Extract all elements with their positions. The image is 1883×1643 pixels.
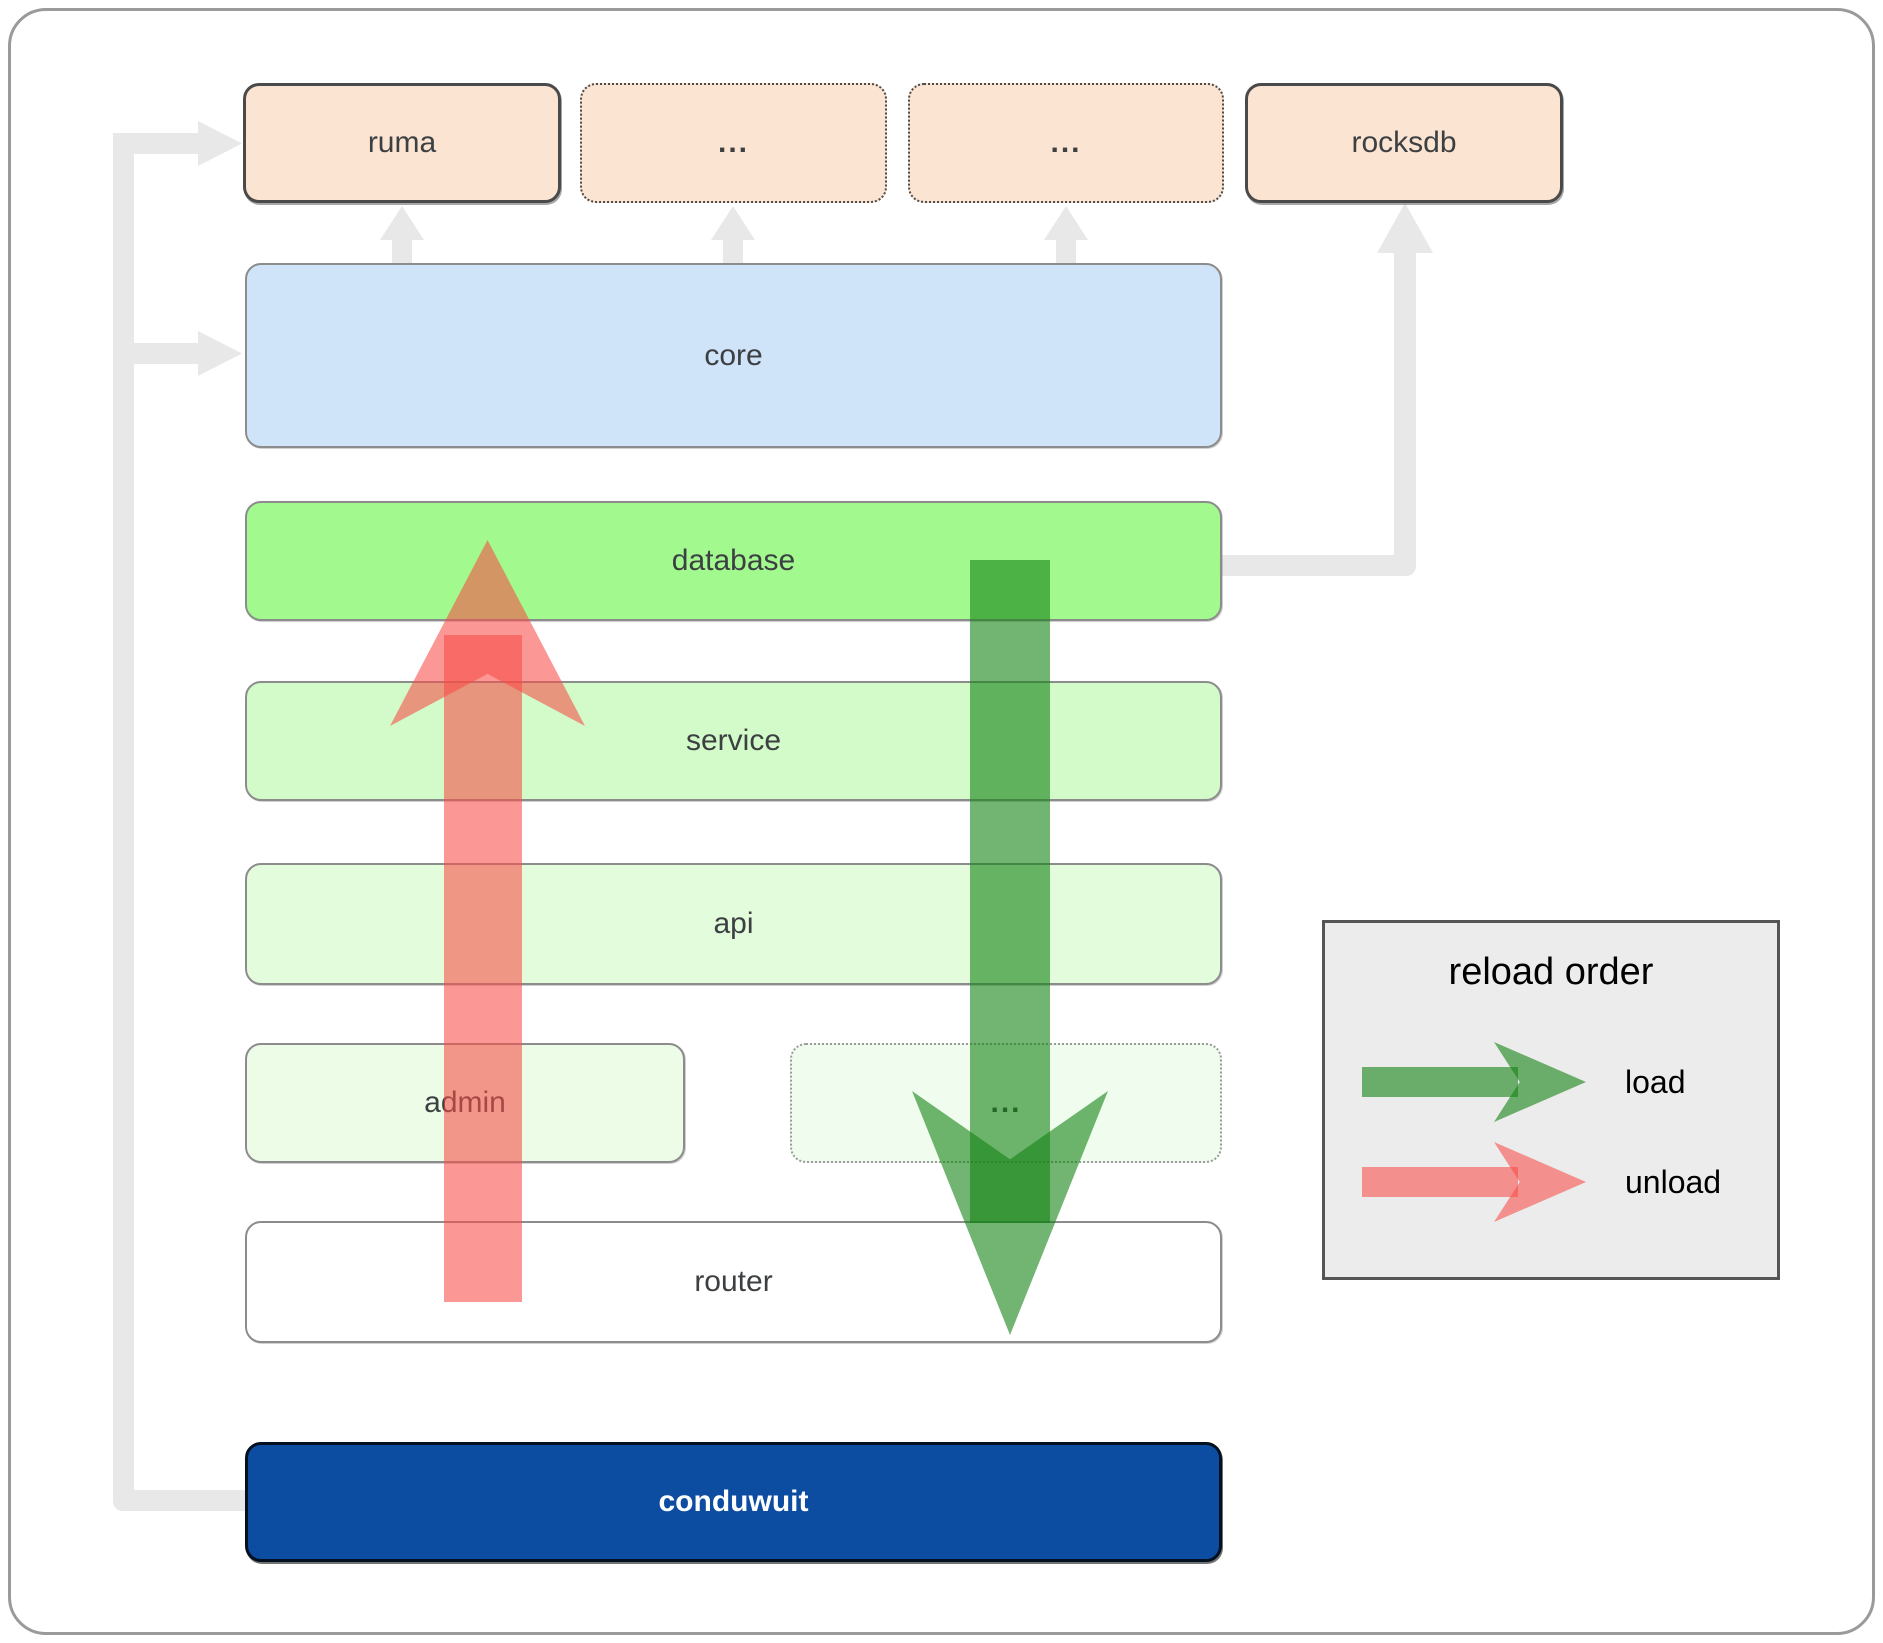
connector-database-vertical — [1394, 248, 1416, 576]
diagram-outer-border — [8, 8, 1875, 1635]
node-api: api — [245, 863, 1222, 985]
legend-title: reload order — [1448, 951, 1654, 993]
node-rocksdb: rocksdb — [1245, 83, 1563, 203]
node-conduwuit-label: conduwuit — [658, 1485, 809, 1518]
connector-core-to-dots1 — [723, 238, 743, 265]
connector-core-to-ruma — [392, 238, 412, 265]
node-core-label: core — [704, 338, 763, 372]
connector-to-core — [113, 343, 200, 364]
connector-left-vertical — [113, 133, 134, 1511]
legend: reload order — [1322, 920, 1780, 1280]
node-api-label: api — [713, 907, 754, 940]
legend-load-arrow-shaft — [1362, 1067, 1518, 1097]
legend-unload-label: unload — [1625, 1164, 1722, 1200]
unload-arrow-shaft — [444, 635, 522, 1302]
connector-core-to-dots2 — [1056, 238, 1076, 265]
node-database-label: database — [671, 544, 796, 577]
node-service-label: service — [685, 724, 782, 757]
legend-unload-arrow-shaft — [1362, 1167, 1518, 1197]
node-ellipsis-top-2: ... — [908, 83, 1224, 203]
node-conduwuit: conduwuit — [245, 1442, 1222, 1562]
node-ellipsis-top-2-label: ... — [1050, 126, 1082, 159]
node-core: core — [245, 263, 1222, 448]
legend-load-label: load — [1625, 1064, 1686, 1100]
load-arrow-shaft — [970, 560, 1050, 1223]
node-database: database — [245, 501, 1222, 621]
node-ruma: ruma — [243, 83, 561, 203]
node-router-label: router — [694, 1265, 773, 1298]
node-ellipsis-top-1: ... — [580, 83, 887, 203]
node-rocksdb-label: rocksdb — [1351, 126, 1457, 159]
connector-to-ruma — [113, 133, 200, 154]
connector-conduwuit-horizontal — [113, 1490, 245, 1511]
node-service: service — [245, 681, 1222, 801]
node-ruma-label: ruma — [367, 126, 437, 159]
node-router: router — [245, 1221, 1222, 1343]
connector-database-horizontal — [1222, 555, 1416, 576]
node-ellipsis-top-1-label: ... — [717, 126, 749, 159]
